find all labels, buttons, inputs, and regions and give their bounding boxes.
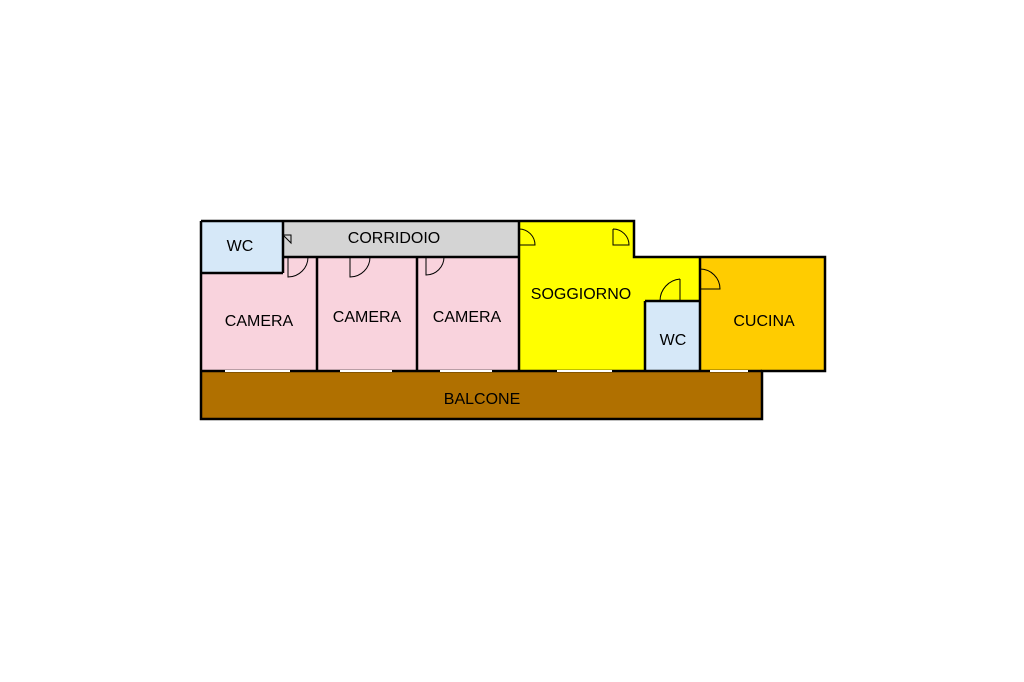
room-camera-2 xyxy=(317,257,417,371)
door-camera-2-icon xyxy=(349,256,371,278)
label-wc-right: WC xyxy=(660,332,687,349)
door-soggiorno-corridor-icon xyxy=(518,228,536,246)
label-balcone: BALCONE xyxy=(444,391,520,408)
door-wc-left-icon xyxy=(281,234,292,245)
room-balcone xyxy=(201,371,762,419)
room-camera-3 xyxy=(417,257,519,371)
label-camera-2: CAMERA xyxy=(333,309,402,326)
label-camera-3: CAMERA xyxy=(433,309,502,326)
label-camera-1: CAMERA xyxy=(225,313,294,330)
room-camera-1-top xyxy=(283,257,317,273)
door-wc-right-icon xyxy=(659,278,681,302)
label-wc-left: WC xyxy=(227,238,254,255)
room-wc-right xyxy=(645,301,700,371)
door-soggiorno-top-icon xyxy=(612,228,630,246)
door-camera-3-icon xyxy=(425,256,445,276)
room-camera-1 xyxy=(201,273,317,371)
door-camera-1-icon xyxy=(287,256,309,278)
room-cucina xyxy=(700,257,825,371)
label-corridoio: CORRIDOIO xyxy=(348,230,440,247)
door-cucina-icon xyxy=(699,268,721,290)
label-cucina: CUCINA xyxy=(733,313,795,330)
room-soggiorno xyxy=(519,221,700,371)
doors xyxy=(281,228,721,302)
label-soggiorno: SOGGIORNO xyxy=(531,286,631,303)
room-wc-left xyxy=(201,221,283,273)
room-corridoio xyxy=(283,221,519,257)
